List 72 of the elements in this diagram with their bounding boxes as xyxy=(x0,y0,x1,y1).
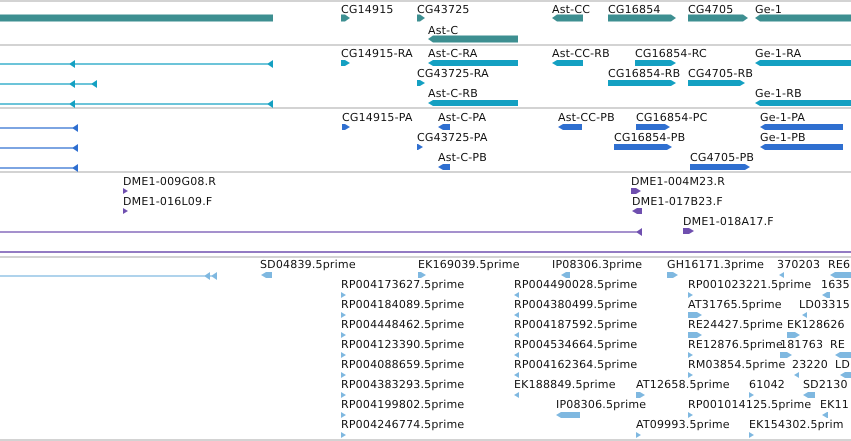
feature-label: EK128626 xyxy=(787,318,845,331)
feature-label: Ast-CC-RB xyxy=(552,47,610,60)
feature-label: IP08306.3prime xyxy=(552,258,642,271)
feature-label: RP004383293.5prime xyxy=(341,378,464,391)
feature-label: CG43725-RA xyxy=(417,67,489,80)
feature-label: DME1-009G08.R xyxy=(123,175,216,188)
feature-label: Ast-C xyxy=(428,24,458,37)
feature-label: CG43725-PA xyxy=(417,131,488,144)
feature-label: CG16854-PC xyxy=(636,111,708,124)
feature-label: SD2130 xyxy=(803,378,848,391)
feature-label: 23220 xyxy=(792,358,828,371)
feature-label: SD04839.5prime xyxy=(260,258,356,271)
feature-label: RE24427.5prime xyxy=(688,318,783,331)
feature-label: CG4705-PB xyxy=(690,151,754,164)
feature-label: Ge-1-PB xyxy=(760,131,806,144)
feature-label: EK169039.5prime xyxy=(418,258,520,271)
feature-label: RP004173627.5prime xyxy=(341,278,464,291)
feature-label: Ge-1-RB xyxy=(755,87,802,100)
feature-label: CG4705-RB xyxy=(688,67,754,80)
feature-label: RP004088659.5prime xyxy=(341,358,464,371)
feature-label: GH16171.3prime xyxy=(667,258,764,271)
feature-label: DME1-018A17.F xyxy=(683,215,774,228)
feature-label: CG14915-PA xyxy=(342,111,413,124)
feature-label: EK154302.5prim xyxy=(749,418,844,431)
feature-label: DME1-004M23.R xyxy=(631,175,726,188)
feature-label: RP004162364.5prime xyxy=(514,358,638,371)
feature-label: RP004123390.5prime xyxy=(341,338,464,351)
feature-label: RE12876.5prime xyxy=(688,338,783,351)
feature-label: Ge-1 xyxy=(755,3,782,16)
feature-label: RP004184089.5prime xyxy=(341,298,464,311)
feature-label: RE6 xyxy=(828,258,850,271)
feature-label: EK188849.5prime xyxy=(514,378,616,391)
feature-label: Ast-CC xyxy=(552,3,590,16)
feature-label: 61042 xyxy=(749,378,785,391)
feature-label: DME1-017B23.F xyxy=(632,195,723,208)
feature-label: DME1-016L09.F xyxy=(123,195,212,208)
feature-label: RP004380499.5prime xyxy=(514,298,638,311)
feature-label: CG43725 xyxy=(417,3,470,16)
feature-label: RP001014125.5prime xyxy=(688,398,812,411)
feature-label: RP004490028.5prime xyxy=(514,278,638,291)
feature-label: RP004448462.5prime xyxy=(341,318,464,331)
feature-label: 181763 xyxy=(780,338,824,351)
feature-label: RP004534664.5prime xyxy=(514,338,638,351)
feature-label: 1635 xyxy=(821,278,850,291)
feature-label: Ast-C-PB xyxy=(438,151,487,164)
feature-label: CG16854-PB xyxy=(614,131,686,144)
feature-label: CG16854 xyxy=(608,3,661,16)
feature-label: EK11 xyxy=(820,398,849,411)
feature-label: AT31765.5prime xyxy=(688,298,782,311)
feature-label: RP004187592.5prime xyxy=(514,318,638,331)
feature-label: Ast-C-RA xyxy=(428,47,478,60)
feature-label: CG14915-RA xyxy=(341,47,413,60)
feature-label: RP001023221.5prime xyxy=(688,278,812,291)
feature-label: CG16854-RC xyxy=(635,47,707,60)
feature-label: RP004199802.5prime xyxy=(341,398,464,411)
feature-label: CG14915 xyxy=(341,3,394,16)
feature-label: AT12658.5prime xyxy=(636,378,730,391)
feature-label: LD03315 xyxy=(799,298,850,311)
feature-label: CG4705 xyxy=(688,3,734,16)
feature-label: IP08306.5prime xyxy=(556,398,646,411)
feature-label: 370203 xyxy=(777,258,820,271)
feature-label: LD xyxy=(835,358,850,371)
feature-label: Ast-CC-PB xyxy=(558,111,615,124)
feature-label: AT09993.5prime xyxy=(636,418,730,431)
feature-label: Ge-1-PA xyxy=(760,111,806,124)
feature-label: Ast-C-RB xyxy=(428,87,478,100)
feature-label: Ge-1-RA xyxy=(755,47,802,60)
feature-label: RP004246774.5prime xyxy=(341,418,464,431)
feature-label: Ast-C-PA xyxy=(438,111,486,124)
feature-label: RE xyxy=(830,338,845,351)
feature-label: RM03854.5prime xyxy=(688,358,786,371)
feature-label: CG16854-RB xyxy=(608,67,680,80)
